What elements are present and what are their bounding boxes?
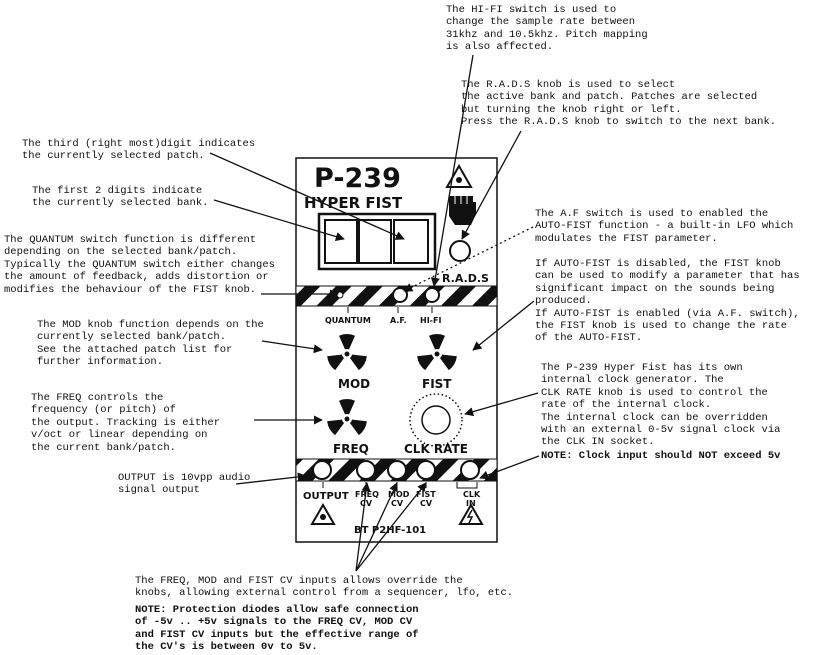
panel-subtitle: HYPER FIST bbox=[304, 194, 403, 212]
mod-cv-label: MOD bbox=[388, 490, 410, 499]
patch-display bbox=[317, 212, 437, 271]
fist-cv-jack[interactable] bbox=[416, 460, 436, 480]
mod-annotation: The MOD knob function depends on the cur… bbox=[37, 319, 264, 369]
af-annotation: The A.F switch is used to enabled the AU… bbox=[535, 208, 794, 245]
freq-cv-jack[interactable] bbox=[356, 460, 376, 480]
mod-cv-label-2: CV bbox=[391, 499, 404, 508]
freq-cv-label: FREQ bbox=[355, 490, 379, 499]
hifi-switch[interactable] bbox=[424, 287, 440, 303]
quantum-label: QUANTUM bbox=[325, 316, 371, 325]
rads-annotation: The R.A.D.S knob is used to select the a… bbox=[461, 79, 777, 129]
panel-footer-code: BT P2HF-101 bbox=[354, 525, 426, 536]
high-voltage-warning-icon bbox=[458, 503, 484, 525]
cv-protection-note: NOTE: Protection diodes allow safe conne… bbox=[135, 604, 419, 654]
autofist-annotation: If AUTO-FIST is disabled, the FIST knob … bbox=[535, 258, 800, 345]
rads-label: R.A.D.S bbox=[442, 272, 489, 285]
cv-annotation: The FREQ, MOD and FIST CV inputs allows … bbox=[135, 575, 514, 600]
hifi-annotation: The HI-FI switch is used to change the s… bbox=[446, 4, 648, 54]
output-jack-label: OUTPUT bbox=[303, 491, 349, 502]
display-digit-2 bbox=[358, 219, 392, 264]
quantum-annotation: The QUANTUM switch function is different… bbox=[4, 234, 275, 296]
clk-in-jack[interactable] bbox=[460, 460, 480, 480]
freq-knob-label: FREQ bbox=[333, 442, 369, 456]
display-digit-3 bbox=[393, 219, 429, 264]
clock-note: NOTE: Clock input should NOT exceed 5v bbox=[541, 450, 781, 462]
clk-rate-knob[interactable] bbox=[409, 393, 463, 447]
clk-in-label: CLK bbox=[463, 490, 481, 499]
third-digit-annotation: The third (right most)digit indicates th… bbox=[22, 138, 256, 163]
rads-knob[interactable] bbox=[449, 240, 471, 262]
mod-knob-label: MOD bbox=[338, 377, 370, 391]
radiation-warning-icon-bottom-left bbox=[310, 503, 336, 525]
clock-annotation: The P-239 Hyper Fist has its own interna… bbox=[541, 362, 781, 449]
hifi-label: HI-FI bbox=[420, 316, 441, 325]
output-annotation: OUTPUT is 10vpp audio signal output bbox=[118, 472, 251, 497]
panel-title: P-239 bbox=[314, 163, 401, 194]
fist-icon bbox=[449, 196, 476, 225]
mod-cv-jack[interactable] bbox=[387, 460, 407, 480]
first-digits-annotation: The first 2 digits indicate the currentl… bbox=[32, 185, 209, 210]
output-jack[interactable] bbox=[312, 460, 332, 480]
fist-knob-label: FIST bbox=[422, 377, 452, 391]
freq-annotation: The FREQ controls the frequency (or pitc… bbox=[31, 392, 221, 454]
display-digit-1 bbox=[324, 219, 358, 264]
af-label: A.F. bbox=[390, 316, 407, 325]
fist-cv-label-2: CV bbox=[420, 499, 433, 508]
quantum-switch[interactable] bbox=[336, 291, 344, 299]
annotation-arrows bbox=[209, 54, 540, 572]
clk-rate-knob-label: CLK RATE bbox=[404, 442, 468, 456]
fist-cv-label: FIST bbox=[416, 490, 436, 499]
freq-cv-label-2: CV bbox=[360, 499, 373, 508]
af-switch[interactable] bbox=[392, 287, 408, 303]
